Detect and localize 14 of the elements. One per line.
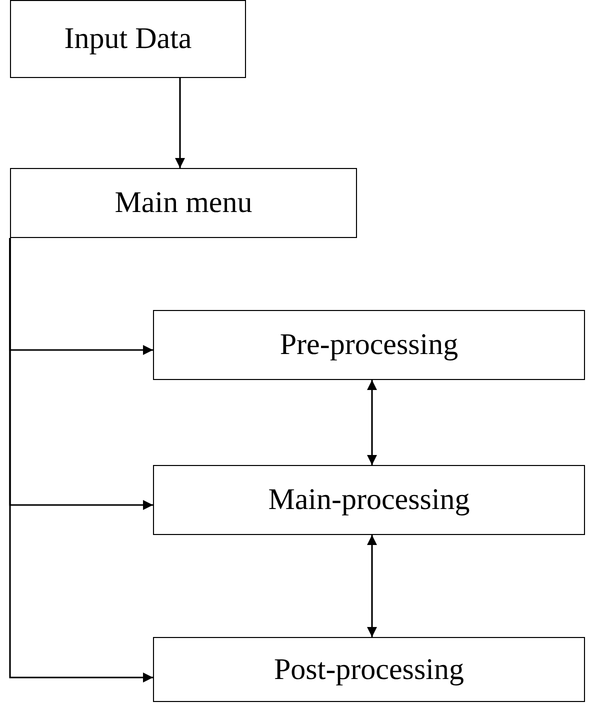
arrow [367,535,377,637]
box-label: Pre-processing [280,328,458,362]
process-box [10,0,246,78]
box-label: Input Data [64,22,192,56]
process-box [153,310,585,380]
arrow [175,78,185,168]
box-label: Post-processing [274,652,464,686]
process-box [153,637,585,702]
arrow [367,380,377,465]
box-label: Main-processing [268,483,470,517]
box-label: Main menu [114,186,252,220]
arrow [9,238,153,682]
process-box [153,465,585,535]
process-box [10,168,357,238]
